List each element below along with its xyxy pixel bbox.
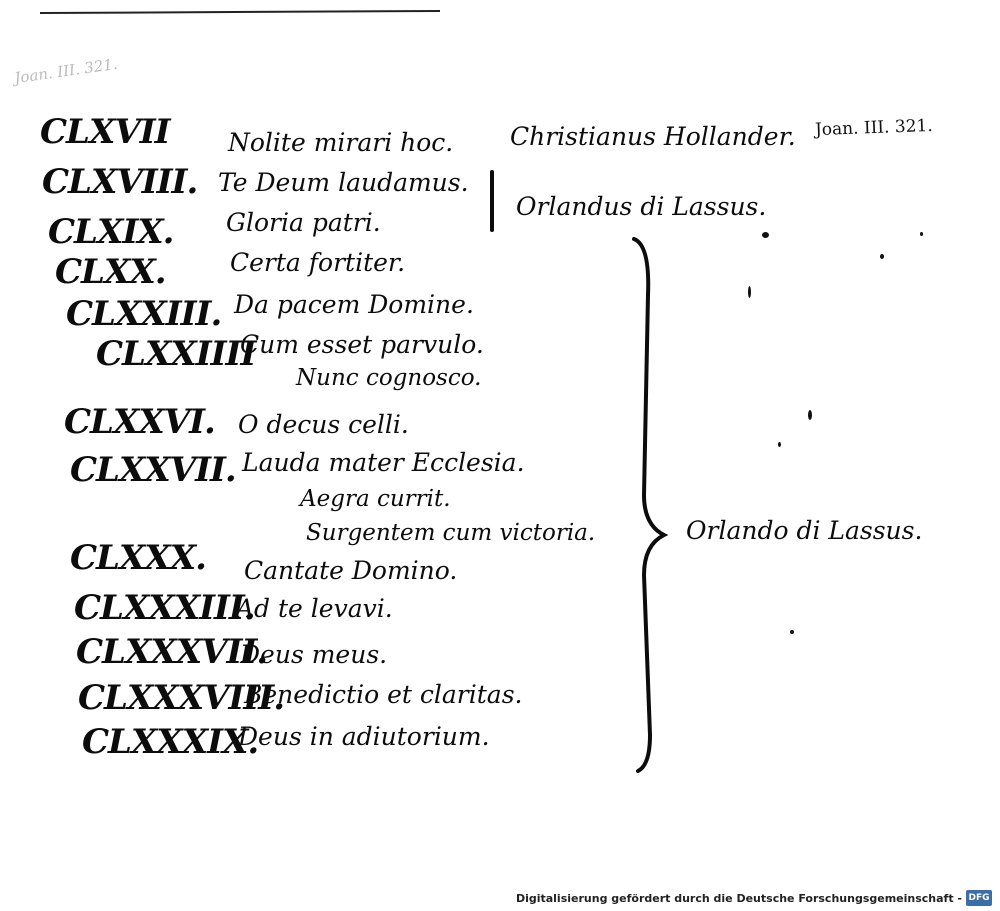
entry-title: Da pacem Domine. [234, 290, 474, 319]
entry-number: CLXXXIII. [74, 588, 256, 628]
composer-lassus-2: Orlando di Lassus. [686, 516, 923, 545]
footer-text: Digitalisierung gefördert durch die Deut… [515, 891, 962, 905]
entry-number: CLXXXVIII. [78, 678, 285, 718]
ink-blot [778, 442, 781, 447]
entry-title: Deus meus. [240, 640, 388, 669]
entry-title: O decus celli. [238, 410, 409, 439]
entry-number: CLXXVI. [64, 402, 216, 442]
composer-hollander: Christianus Hollander. [510, 122, 796, 151]
entry-number: CLXXXVII. [76, 632, 268, 672]
dfg-logo-icon: DFG [966, 890, 992, 906]
entry-subtitle: Surgentem cum victoria. [306, 520, 596, 546]
footer: Digitalisierung gefördert durch die Deut… [516, 889, 992, 907]
entry-title: Benedictio et claritas. [244, 680, 523, 709]
ink-blot [790, 630, 794, 634]
entry-number: CLXXX. [70, 538, 207, 578]
entry-title: Ad te levavi. [236, 594, 393, 623]
ink-blot [748, 286, 751, 298]
entry-title: Certa fortiter. [230, 248, 406, 277]
entry-number: CLXVIII. [42, 162, 198, 202]
entry-number: CLXVII [40, 112, 171, 152]
shelfmark: Joan. III. 321. [814, 115, 934, 141]
entry-number: CLXXIII. [66, 294, 222, 334]
entry-title: Cantate Domino. [244, 556, 458, 585]
entry-title: Te Deum laudamus. [218, 168, 469, 197]
ink-blot [808, 410, 812, 420]
entry-title: Lauda mater Ecclesia. [242, 448, 525, 477]
entry-number: CLXXIIII [96, 334, 256, 374]
entry-title: Gloria patri. [226, 208, 381, 237]
composer-lassus-1: Orlandus di Lassus. [516, 192, 767, 221]
entry-number: CLXX. [55, 252, 167, 292]
entry-subtitle: Aegra currit. [300, 486, 451, 512]
faint-shelfmark-stamp: Joan. III. 321. [13, 54, 119, 88]
small-bracket [490, 170, 494, 232]
ink-blot [762, 232, 769, 238]
top-rule [39, 9, 441, 15]
entry-title: Deus in adiutorium. [238, 722, 490, 751]
entry-number: CLXXVII. [70, 450, 237, 490]
curly-brace [632, 237, 669, 773]
entry-title: Cum esset parvulo. [240, 330, 484, 359]
entry-number: CLXIX. [48, 212, 174, 252]
entry-number: CLXXXIX. [82, 722, 259, 762]
entry-subtitle: Nunc cognosco. [296, 365, 482, 391]
entry-title: Nolite mirari hoc. [228, 128, 454, 157]
ink-blot [920, 232, 923, 236]
ink-blot [880, 254, 884, 259]
